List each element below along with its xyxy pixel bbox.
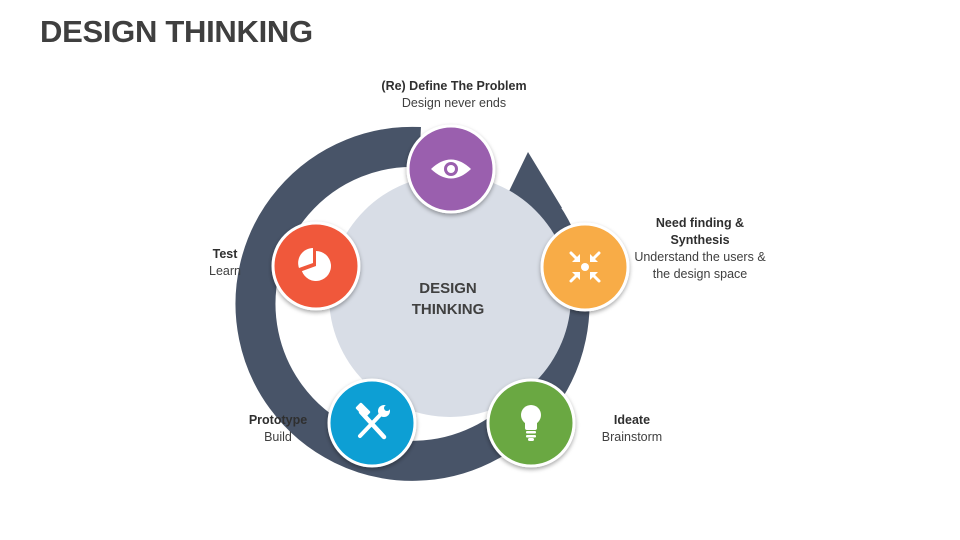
stage-prototype-title: Prototype [248,413,308,427]
stage-define-desc: Design never ends [401,96,507,110]
inner-disc [329,175,571,417]
center-label-line1: DESIGN [419,280,477,297]
stage-ideate-label: Ideate Brainstorm [582,412,682,446]
stage-need-label: Need finding & Synthesis Understand the … [625,215,775,283]
stage-prototype-label: Prototype Build [228,412,328,446]
slide-title: DESIGN THINKING [40,14,313,49]
stage-test-title: Test [212,247,238,261]
tools-icon [355,402,390,440]
stage-prototype-desc: Build [264,430,292,444]
eye-icon [431,159,471,179]
pie-chart-icon [298,248,332,281]
stage-define-label: (Re) Define The Problem Design never end… [344,78,564,112]
stage-need-desc: Understand the users & the design space [634,250,766,281]
stage-need-title: Need finding & Synthesis [655,216,745,247]
stage-test-label: Test Learn [190,246,260,280]
center-label: DESIGN THINKING [378,278,518,320]
stage-define-title: (Re) Define The Problem [381,79,527,93]
lightbulb-icon [521,405,541,441]
stage-ideate-title: Ideate [613,413,651,427]
center-label-line2: THINKING [411,301,485,318]
arrows-converge-icon [569,251,601,283]
stage-test-desc: Learn [209,264,241,278]
stage-ideate-desc: Brainstorm [601,430,663,444]
